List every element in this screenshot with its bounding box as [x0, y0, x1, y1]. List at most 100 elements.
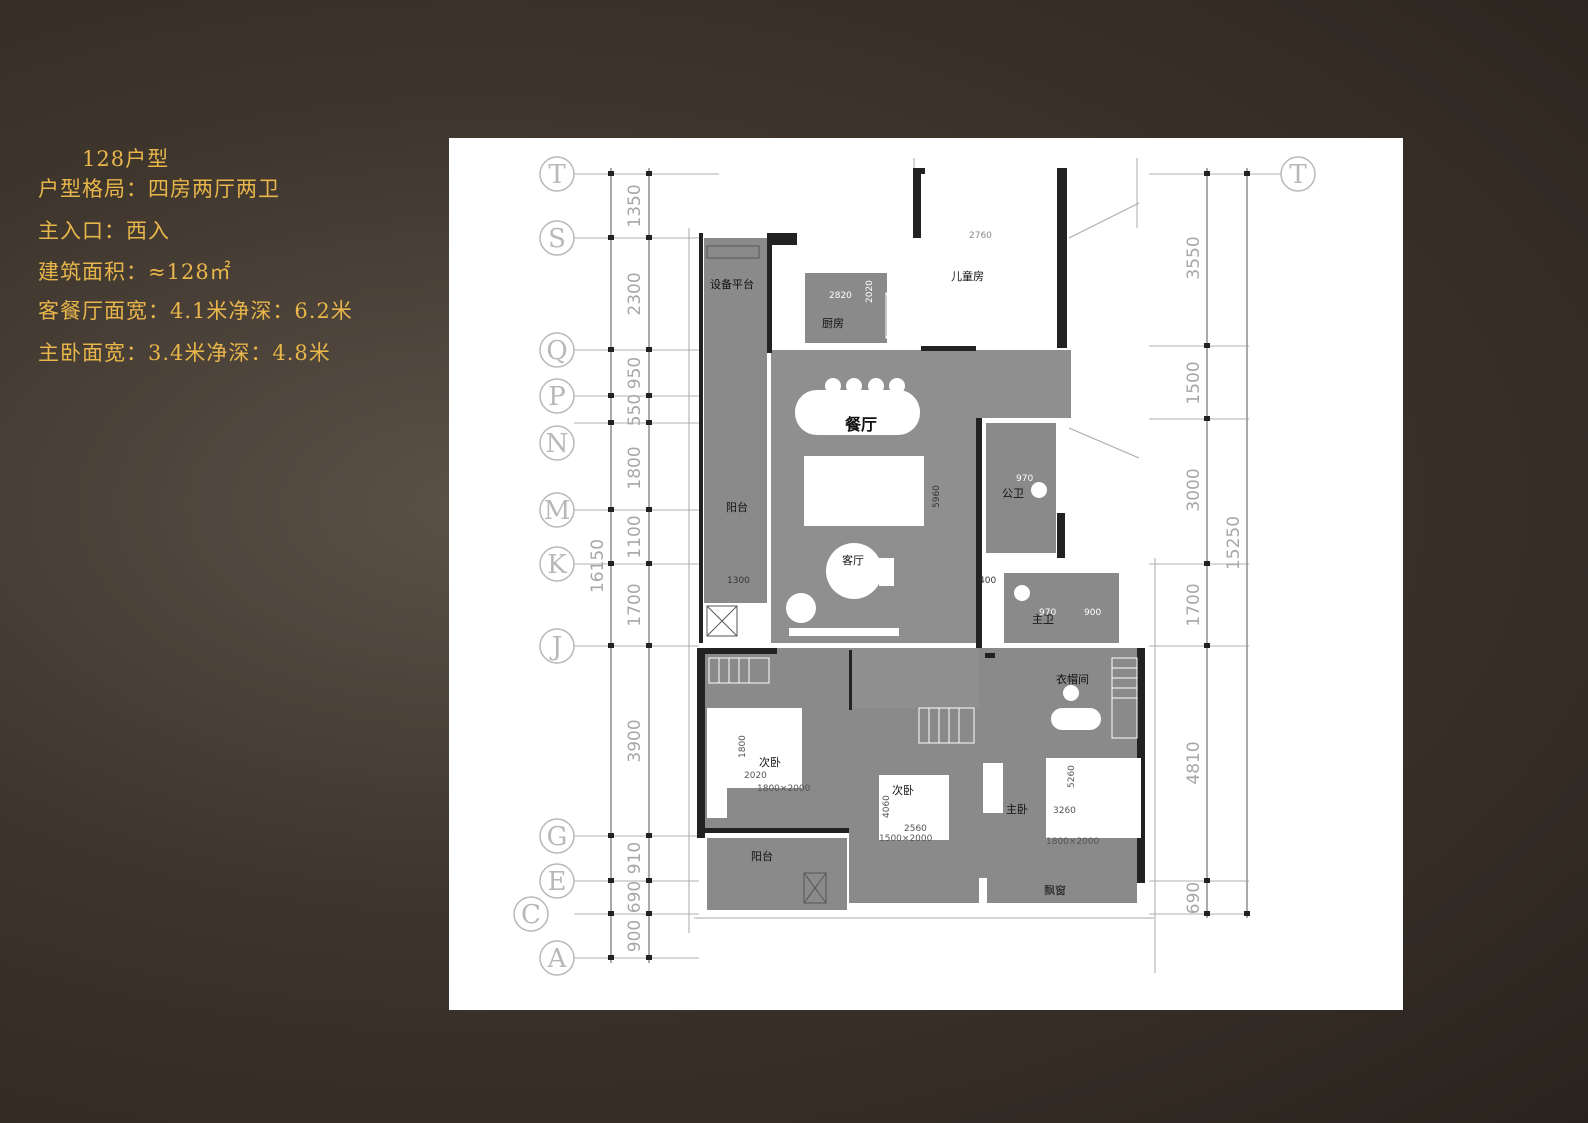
room-dimension-labels: 2820 2020 2760 4060 5960 1300 2020 1800 … [727, 231, 1101, 847]
unit-title: 128户型 [82, 147, 170, 171]
bedroom2-bed [707, 708, 802, 788]
svg-text:M: M [544, 496, 571, 526]
dim-label: 1700 [1184, 583, 1204, 626]
room-labels: 设备平台 厨房 儿童房 餐厅 阳台 客厅 公卫 主卫 衣帽间 次卧 次卧 主卧 … [710, 269, 1089, 897]
dim-total-right: 15250 [1224, 516, 1244, 570]
axis-bubble: P [539, 378, 575, 414]
svg-text:K: K [547, 550, 567, 580]
appliance-outlines [706, 245, 827, 904]
south-balcony-floor [707, 838, 847, 910]
master-bedroom-size-text: 主卧面宽：3.4米净深：4.8米 [38, 341, 331, 365]
room-label-bedroom2: 次卧 [759, 755, 781, 769]
area-text: 建筑面积：≈128㎡ [38, 260, 232, 284]
svg-text:970: 970 [1016, 474, 1033, 484]
axis-bubbles-left: T S Q P N M K J G E C A [513, 156, 575, 976]
kids-desk [924, 178, 969, 208]
dimension-labels-right: 3550 1500 3000 1700 4810 690 15250 [1184, 236, 1244, 914]
master-bed [1046, 758, 1141, 838]
dimension-ticks [608, 171, 1250, 960]
living-room-size-text: 客餐厅面宽：4.1米净深：6.2米 [38, 299, 353, 323]
room-label-master: 主卧 [1006, 803, 1028, 816]
axis-bubble: T [539, 156, 575, 192]
toilet-master [1014, 585, 1030, 601]
svg-text:2820: 2820 [829, 291, 852, 301]
dim-label: 3900 [625, 719, 645, 762]
svg-text:E: E [548, 867, 567, 897]
coffee-table [826, 543, 882, 599]
bay-window-floor [987, 878, 1137, 903]
svg-text:400: 400 [979, 576, 996, 586]
dim-label: 1350 [625, 184, 645, 227]
svg-text:N: N [546, 429, 569, 459]
svg-text:1800×2000: 1800×2000 [757, 784, 811, 794]
dim-label: 910 [625, 842, 645, 874]
svg-text:P: P [548, 382, 566, 412]
master-tub [1051, 708, 1101, 730]
dim-label: 950 [625, 357, 645, 389]
room-label-kids: 儿童房 [951, 269, 984, 283]
svg-text:2760: 2760 [969, 231, 992, 241]
room-label-bedroom3: 次卧 [892, 783, 914, 797]
room-label-living: 客厅 [842, 553, 864, 567]
wardrobe-hatching [708, 292, 1138, 744]
master-desk [983, 763, 1003, 813]
svg-text:4060: 4060 [867, 576, 890, 586]
svg-text:4060: 4060 [882, 795, 892, 818]
dim-label: 1500 [1184, 361, 1204, 404]
bedroom3-bed [879, 775, 949, 840]
kitchen-counter-area [805, 273, 887, 343]
room-label-public-bath: 公卫 [1002, 487, 1024, 500]
toilet-public [1031, 482, 1047, 498]
room-label-balcony-south: 阳台 [751, 849, 773, 863]
svg-text:1800: 1800 [738, 735, 748, 758]
svg-text:5260: 5260 [1067, 765, 1077, 788]
dimension-labels-left: 1350 2300 950 550 1800 1100 1700 3900 91… [588, 184, 645, 952]
axis-guide-lines [574, 173, 1289, 959]
dim-total-left: 16150 [588, 539, 608, 593]
room-label-closet: 衣帽间 [1056, 672, 1089, 686]
dim-label: 900 [625, 920, 645, 952]
svg-text:A: A [547, 944, 568, 974]
room-label-dining: 餐厅 [844, 415, 877, 434]
axis-bubble: G [539, 818, 575, 854]
entrance-text: 主入口：西入 [38, 219, 170, 243]
svg-text:1500×2000: 1500×2000 [879, 834, 933, 844]
dining-table [795, 390, 920, 435]
svg-text:T: T [548, 160, 566, 190]
svg-text:T: T [1289, 160, 1307, 190]
dim-label: 1800 [625, 446, 645, 489]
dim-label: 1100 [625, 515, 645, 558]
floor-plan-sheet: T S Q P N M K J G E C A T 1350 2300 950 … [449, 138, 1403, 1010]
hall-floor [849, 648, 979, 708]
svg-text:1300: 1300 [727, 576, 750, 586]
axis-bubble: K [539, 546, 575, 582]
dim-label: 690 [625, 881, 645, 913]
svg-text:3260: 3260 [1053, 806, 1076, 816]
dim-label: 1700 [625, 583, 645, 626]
axis-bubbles-right: T [1280, 156, 1316, 192]
svg-text:2560: 2560 [904, 824, 927, 834]
room-label-kitchen: 厨房 [822, 317, 844, 330]
svg-text:970: 970 [1039, 608, 1056, 618]
dim-label: 3550 [1184, 236, 1204, 279]
svg-text:2020: 2020 [744, 771, 767, 781]
room-label-balcony-west: 阳台 [726, 500, 748, 514]
furniture [707, 178, 1141, 840]
svg-text:900: 900 [1084, 608, 1101, 618]
sofa [804, 456, 924, 526]
dim-label: 690 [1184, 882, 1204, 914]
axis-bubble: M [539, 492, 575, 528]
corridor-floor [976, 350, 1071, 418]
dim-label: 4810 [1184, 741, 1204, 784]
west-balcony-floor [704, 238, 767, 603]
dim-label: 550 [625, 394, 645, 426]
room-label-equipment: 设备平台 [710, 277, 754, 291]
axis-bubble: N [539, 425, 575, 461]
tv-cabinet [789, 628, 899, 636]
svg-text:S: S [548, 224, 566, 254]
lounge-chair [786, 593, 816, 623]
axis-bubble: S [539, 220, 575, 256]
dim-label: 3000 [1184, 468, 1204, 511]
layout-text: 户型格局：四房两厅两卫 [38, 177, 280, 201]
svg-text:1800×2000: 1800×2000 [1046, 837, 1100, 847]
